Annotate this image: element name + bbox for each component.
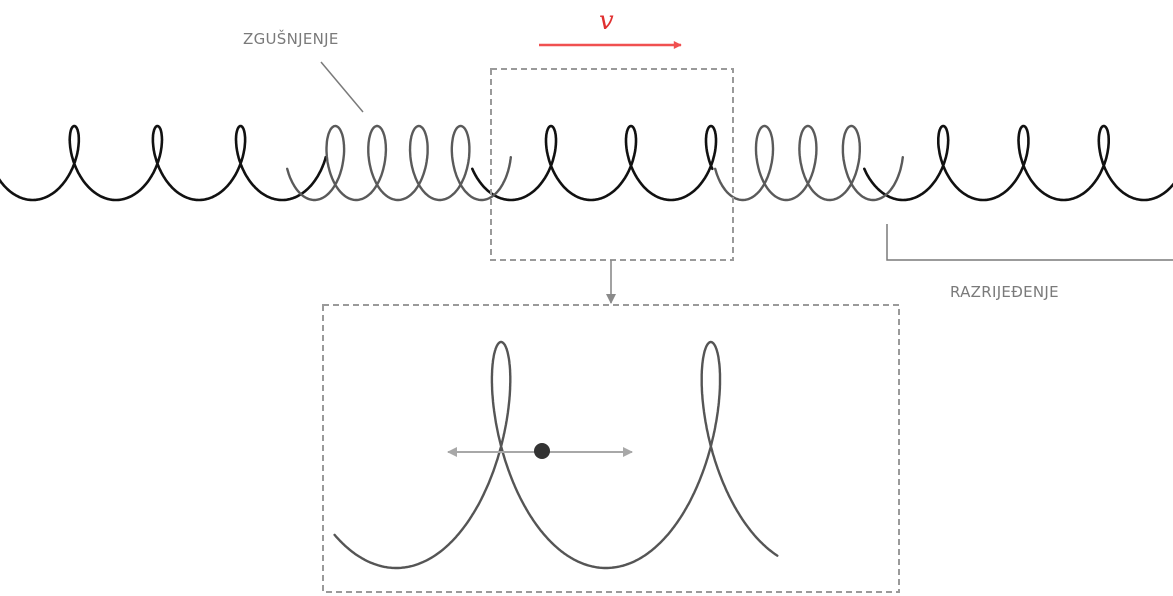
spring-segment-2 <box>286 124 512 202</box>
zoom-box <box>322 304 900 593</box>
spring-segment-5 <box>863 124 1173 202</box>
spring-segment-3 <box>471 124 718 202</box>
spring-compressed-segments <box>286 124 904 202</box>
rarefaction-bracket <box>886 224 1173 261</box>
velocity-label: v <box>599 6 614 36</box>
spring-stretched-segments <box>0 124 1173 202</box>
selection-box <box>490 68 734 261</box>
zoomed-spring-coil <box>333 340 779 570</box>
compression-pointer-line <box>320 61 364 113</box>
spring-segment-4 <box>714 124 904 202</box>
spring-segment-1 <box>0 124 327 202</box>
compression-label: ZGUŠNJENJE <box>243 29 339 48</box>
rarefaction-label: RAZRIJEĐENJE <box>950 283 1059 301</box>
particle-dot <box>534 443 550 459</box>
